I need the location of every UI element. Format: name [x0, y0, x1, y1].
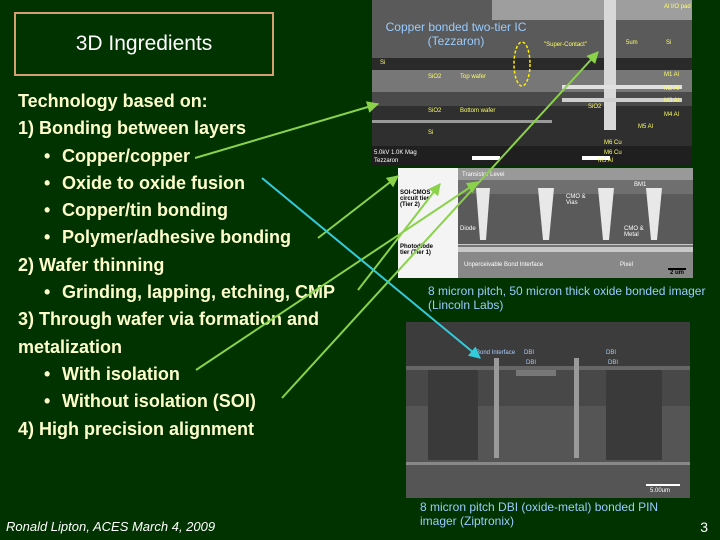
- title-box: 3D Ingredients: [14, 12, 274, 76]
- text-line: 2) Wafer thinning: [18, 254, 165, 275]
- m5-label: M5 Al: [638, 124, 654, 130]
- cmo-metal-label: CMO & Metal: [624, 226, 644, 238]
- arrow-soi-to-supercontact: [281, 51, 599, 399]
- bullet-icon: •: [44, 282, 51, 303]
- bullet-icon: •: [44, 145, 51, 166]
- ziptronix-dbi-drawing: [406, 322, 690, 498]
- caption-lincoln-labs: 8 micron pitch, 50 micron thick oxide bo…: [428, 284, 706, 312]
- bullet-icon: •: [44, 200, 51, 221]
- bullet-item: •Polymer/adhesive bonding: [18, 224, 388, 251]
- sio2-top-label: SiO2: [428, 74, 442, 80]
- bottom-wafer-label: Bottom wafer: [460, 108, 496, 114]
- sio2-bottom-label: SiO2: [428, 108, 442, 114]
- text-line: 1) Bonding between layers: [18, 118, 247, 139]
- bullet-icon: •: [44, 391, 51, 412]
- si-bottom-label: Si: [428, 130, 434, 136]
- m6cu-bottom-label: M6 Cu: [604, 150, 622, 156]
- bullet-icon: •: [44, 172, 51, 193]
- si-right-label: Si: [666, 40, 672, 46]
- m2-label: M2 Al: [664, 86, 680, 92]
- source-label: Tezzaron: [374, 158, 399, 164]
- bullet-item: •Without isolation (SOI): [18, 388, 388, 415]
- cmo-vias-label: CMO & Vias: [566, 194, 586, 206]
- super-contact-label: "Super-Contact": [544, 42, 587, 48]
- text-line: Technology based on:: [18, 91, 208, 111]
- scale-info-label: 5.0kV 1.0K Mag: [374, 150, 417, 156]
- m4-label: M4 Al: [664, 112, 680, 118]
- text-line: 4) High precision alignment: [18, 418, 255, 439]
- top-wafer-label: Top wafer: [460, 74, 487, 80]
- bullet-icon: •: [44, 227, 51, 248]
- pixel-label: Pixel: [620, 262, 634, 268]
- arrow-copper-to-tezzaron: [194, 101, 380, 159]
- m5al-bottom-label: M5 Al: [598, 158, 614, 164]
- tezzaron-cross-section-drawing: [372, 0, 692, 166]
- bullet-item: •With isolation: [18, 361, 388, 388]
- bullet-item: •Copper/tin bonding: [18, 197, 388, 224]
- text-line: 3) Through wafer via formation and: [18, 309, 320, 330]
- dbi-label-4: DBI: [608, 360, 619, 366]
- m6cu-label: M6 Cu: [604, 140, 622, 146]
- bullet-item: •Oxide to oxide fusion: [18, 170, 388, 197]
- si-top-label: Si: [380, 60, 386, 66]
- scale-5um-label: 5.00um: [650, 488, 671, 494]
- caption-tezzaron: Copper bonded two-tier IC (Tezzaron): [385, 20, 527, 48]
- footer-author: Ronald Lipton, ACES March 4, 2009: [6, 519, 216, 534]
- bond-interface-label: Bond Interface: [476, 350, 516, 356]
- page-number: 3: [700, 519, 708, 535]
- bullet-item: •Copper/copper: [18, 143, 388, 170]
- lincoln-labs-imager-image: SOI-CMOS circuit tier (Tier 2) Photodiod…: [398, 168, 693, 278]
- lincoln-labs-imager-drawing: [398, 168, 693, 278]
- dbi-label-3: DBI: [606, 350, 617, 356]
- ziptronix-dbi-image: Bond Interface DBI DBI DBI DBI 5.00um: [406, 322, 690, 498]
- m3-label: M3 Al: [664, 98, 680, 104]
- m1-label: M1 Al: [664, 72, 680, 78]
- sio2-mid-label: SiO2: [588, 104, 602, 110]
- arrow-oxide-to-lincoln: [317, 175, 399, 239]
- slide-title: 3D Ingredients: [75, 32, 213, 55]
- transistor-level-label: Transistor Level: [462, 172, 505, 178]
- bond-interface-label: Unperceivable Bond Interface: [464, 262, 544, 268]
- soi-cmos-tier-label: SOI-CMOS circuit tier (Tier 2): [400, 190, 431, 208]
- caption-ziptronix: 8 micron pitch DBI (oxide-metal) bonded …: [420, 500, 659, 528]
- scale-5um-label: 5um: [626, 40, 638, 46]
- dbi-label-1: DBI: [524, 350, 535, 356]
- diode-label: Diode: [460, 226, 476, 232]
- bm1-label: BM1: [634, 182, 647, 188]
- bullet-item: •Grinding, lapping, etching, CMP: [18, 279, 388, 306]
- main-content: Technology based on: 1) Bonding between …: [18, 88, 388, 443]
- arrow-oxide-to-ziptronix: [261, 177, 481, 359]
- al-pad-label: Al I/O pad: [664, 4, 691, 10]
- arrow-cmp-to-lincoln: [357, 183, 441, 291]
- arrow-isolation-to-lincoln: [195, 181, 479, 371]
- text-line: metalization: [18, 336, 123, 357]
- tezzaron-cross-section-image: Al I/O pad "Super-Contact" Si SiO2 Top w…: [372, 0, 692, 166]
- bullet-icon: •: [44, 363, 51, 384]
- dbi-label-2: DBI: [526, 360, 537, 366]
- scale-2um-label: 2 um: [670, 270, 685, 276]
